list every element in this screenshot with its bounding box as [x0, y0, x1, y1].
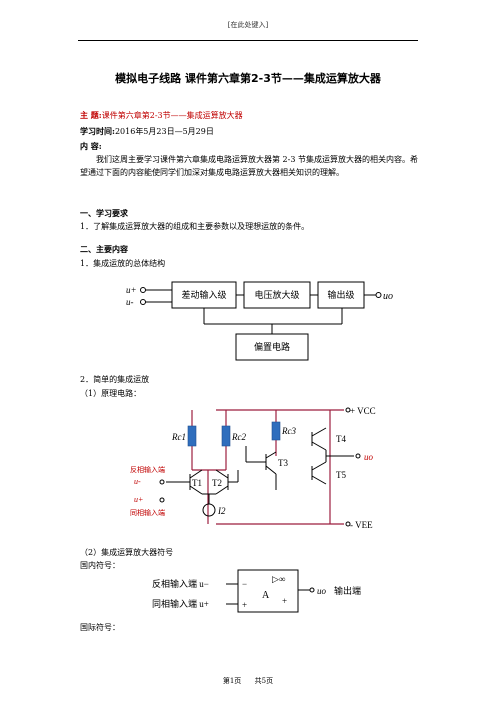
principle-circuit: + VCC - VEE Rc1 Rc2 Rc3 T1 T2 T3 T4 T5 I…: [130, 406, 376, 530]
subject-label: 主 题:: [80, 110, 102, 120]
circuit-inv-sym: u-: [134, 477, 141, 486]
subject-value: 课件第六章第2-3节——集成运算放大器: [101, 111, 243, 120]
symbol-plus-out: +: [282, 596, 287, 606]
intro-paragraph: 我们这周主要学习课件第六章集成电路运算放大器第 2-3 节集成运算放大器的相关内…: [80, 155, 418, 177]
circuit-rc3: Rc3: [281, 426, 296, 436]
block-diagram: u+ u- 差动输入级 电压放大级 输出级 偏置电路 uo: [126, 281, 393, 361]
circuit-t3: T3: [278, 458, 288, 468]
page-footer: 第1页 共5页: [0, 676, 496, 686]
symbol-minus: −: [242, 579, 247, 589]
bd-block-diff-input: 差动输入级: [181, 289, 226, 300]
content-label: 内 容:: [80, 141, 102, 151]
symbol-inverting-input: 反相输入端 u−: [152, 578, 209, 589]
section2-item1: 1．集成运放的总体结构: [80, 259, 166, 268]
bd-block-bias: 偏置电路: [254, 341, 290, 352]
section1-heading: 一、学习要求: [80, 208, 128, 218]
circuit-rc2: Rc2: [231, 432, 246, 442]
bd-block-voltage-amp: 电压放大级: [254, 289, 299, 300]
international-symbol-label: 国际符号：: [80, 623, 120, 632]
study-time-row: 学习时间:2016年5月23日—5月29日: [80, 126, 214, 137]
header-divider: [78, 40, 418, 41]
symbol-noninverting-input: 同相输入端 u+: [152, 598, 209, 609]
section2-item2-2: （2）集成运算放大器符号: [80, 548, 174, 557]
circuit-rc1: Rc1: [171, 432, 186, 442]
symbol-output: uo: [317, 586, 327, 596]
section2-item2: 2．简单的集成运放: [80, 375, 150, 384]
bd-input-plus: u+: [126, 285, 137, 295]
circuit-t2: T2: [212, 478, 222, 488]
section2-heading: 二、主要内容: [80, 244, 128, 254]
section2-item2-1: （1）原理电路：: [80, 389, 142, 398]
circuit-i2: I2: [217, 506, 226, 516]
study-time-label: 学习时间:: [80, 126, 115, 136]
symbol-a: A: [262, 590, 270, 601]
bd-output: uo: [383, 291, 393, 302]
symbol-infinity: ▷∞: [272, 574, 285, 584]
page-title: 模拟电子线路 课件第六章第2-3节——集成运算放大器: [115, 72, 381, 85]
section1-item: 1．了解集成运算放大器的组成和主要参数以及理想运放的条件。: [80, 222, 310, 231]
circuit-vee: - VEE: [350, 520, 373, 530]
circuit-inv-label: 反相输入端: [130, 465, 165, 474]
study-time-value: 2016年5月23日—5月29日: [114, 127, 214, 136]
symbol-plus: +: [242, 600, 247, 610]
footer-page: 第1页: [222, 677, 242, 685]
footer-total: 共5页: [254, 677, 274, 685]
circuit-noninv-sym: u+: [134, 495, 143, 504]
circuit-vcc: + VCC: [350, 406, 376, 416]
header-placeholder[interactable]: [在此处键入]: [227, 21, 269, 29]
circuit-t5: T5: [336, 470, 346, 480]
opamp-symbol: 反相输入端 u− 同相输入端 u+ − + A ▷∞ + uo 输出端: [152, 569, 361, 613]
domestic-symbol-label: 国内符号：: [80, 561, 120, 570]
bd-input-minus: u-: [126, 297, 134, 307]
bd-block-output: 输出级: [327, 289, 354, 300]
circuit-t1: T1: [192, 478, 202, 488]
symbol-output-label: 输出端: [334, 585, 361, 596]
circuit-noninv-label: 同相输入端: [130, 508, 165, 517]
circuit-uo: uo: [364, 452, 374, 462]
circuit-t4: T4: [336, 434, 346, 444]
subject-row: 主 题:课件第六章第2-3节——集成运算放大器: [80, 110, 243, 121]
